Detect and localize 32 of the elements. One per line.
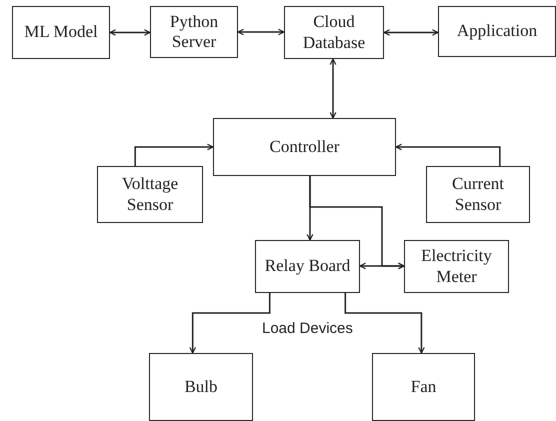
arrow bbox=[383, 29, 439, 36]
arrow bbox=[395, 144, 501, 166]
node-label: Relay Board bbox=[264, 256, 350, 277]
process-box bbox=[150, 6, 238, 58]
node-label: ML Model bbox=[24, 22, 98, 43]
process-box bbox=[372, 353, 475, 421]
group-label: Load Devices bbox=[262, 320, 353, 337]
node-label: Application bbox=[456, 21, 538, 42]
arrow bbox=[344, 293, 425, 354]
arrow bbox=[359, 262, 405, 270]
node-label: Volttage Sensor bbox=[120, 174, 180, 215]
arrow bbox=[237, 28, 285, 36]
process-box bbox=[438, 6, 556, 57]
process-box bbox=[284, 6, 384, 59]
node-label: Electricity Meter bbox=[420, 246, 493, 287]
process-box bbox=[404, 240, 509, 293]
process-box bbox=[255, 240, 360, 293]
process-box bbox=[426, 166, 530, 223]
node-label: Cloud Database bbox=[302, 12, 366, 53]
node-label: Current Sensor bbox=[451, 174, 505, 215]
node-label: Fan bbox=[410, 376, 436, 398]
node-label: Bulb bbox=[184, 376, 218, 398]
arrow bbox=[134, 144, 214, 166]
node-label: Controller bbox=[270, 136, 340, 158]
process-box bbox=[97, 166, 203, 223]
arrow bbox=[189, 293, 270, 354]
process-box bbox=[149, 353, 253, 421]
process-box bbox=[213, 118, 396, 176]
node-label: Python Server bbox=[168, 12, 220, 52]
process-box bbox=[12, 6, 110, 59]
arrow bbox=[109, 29, 151, 36]
arrow bbox=[330, 58, 336, 119]
